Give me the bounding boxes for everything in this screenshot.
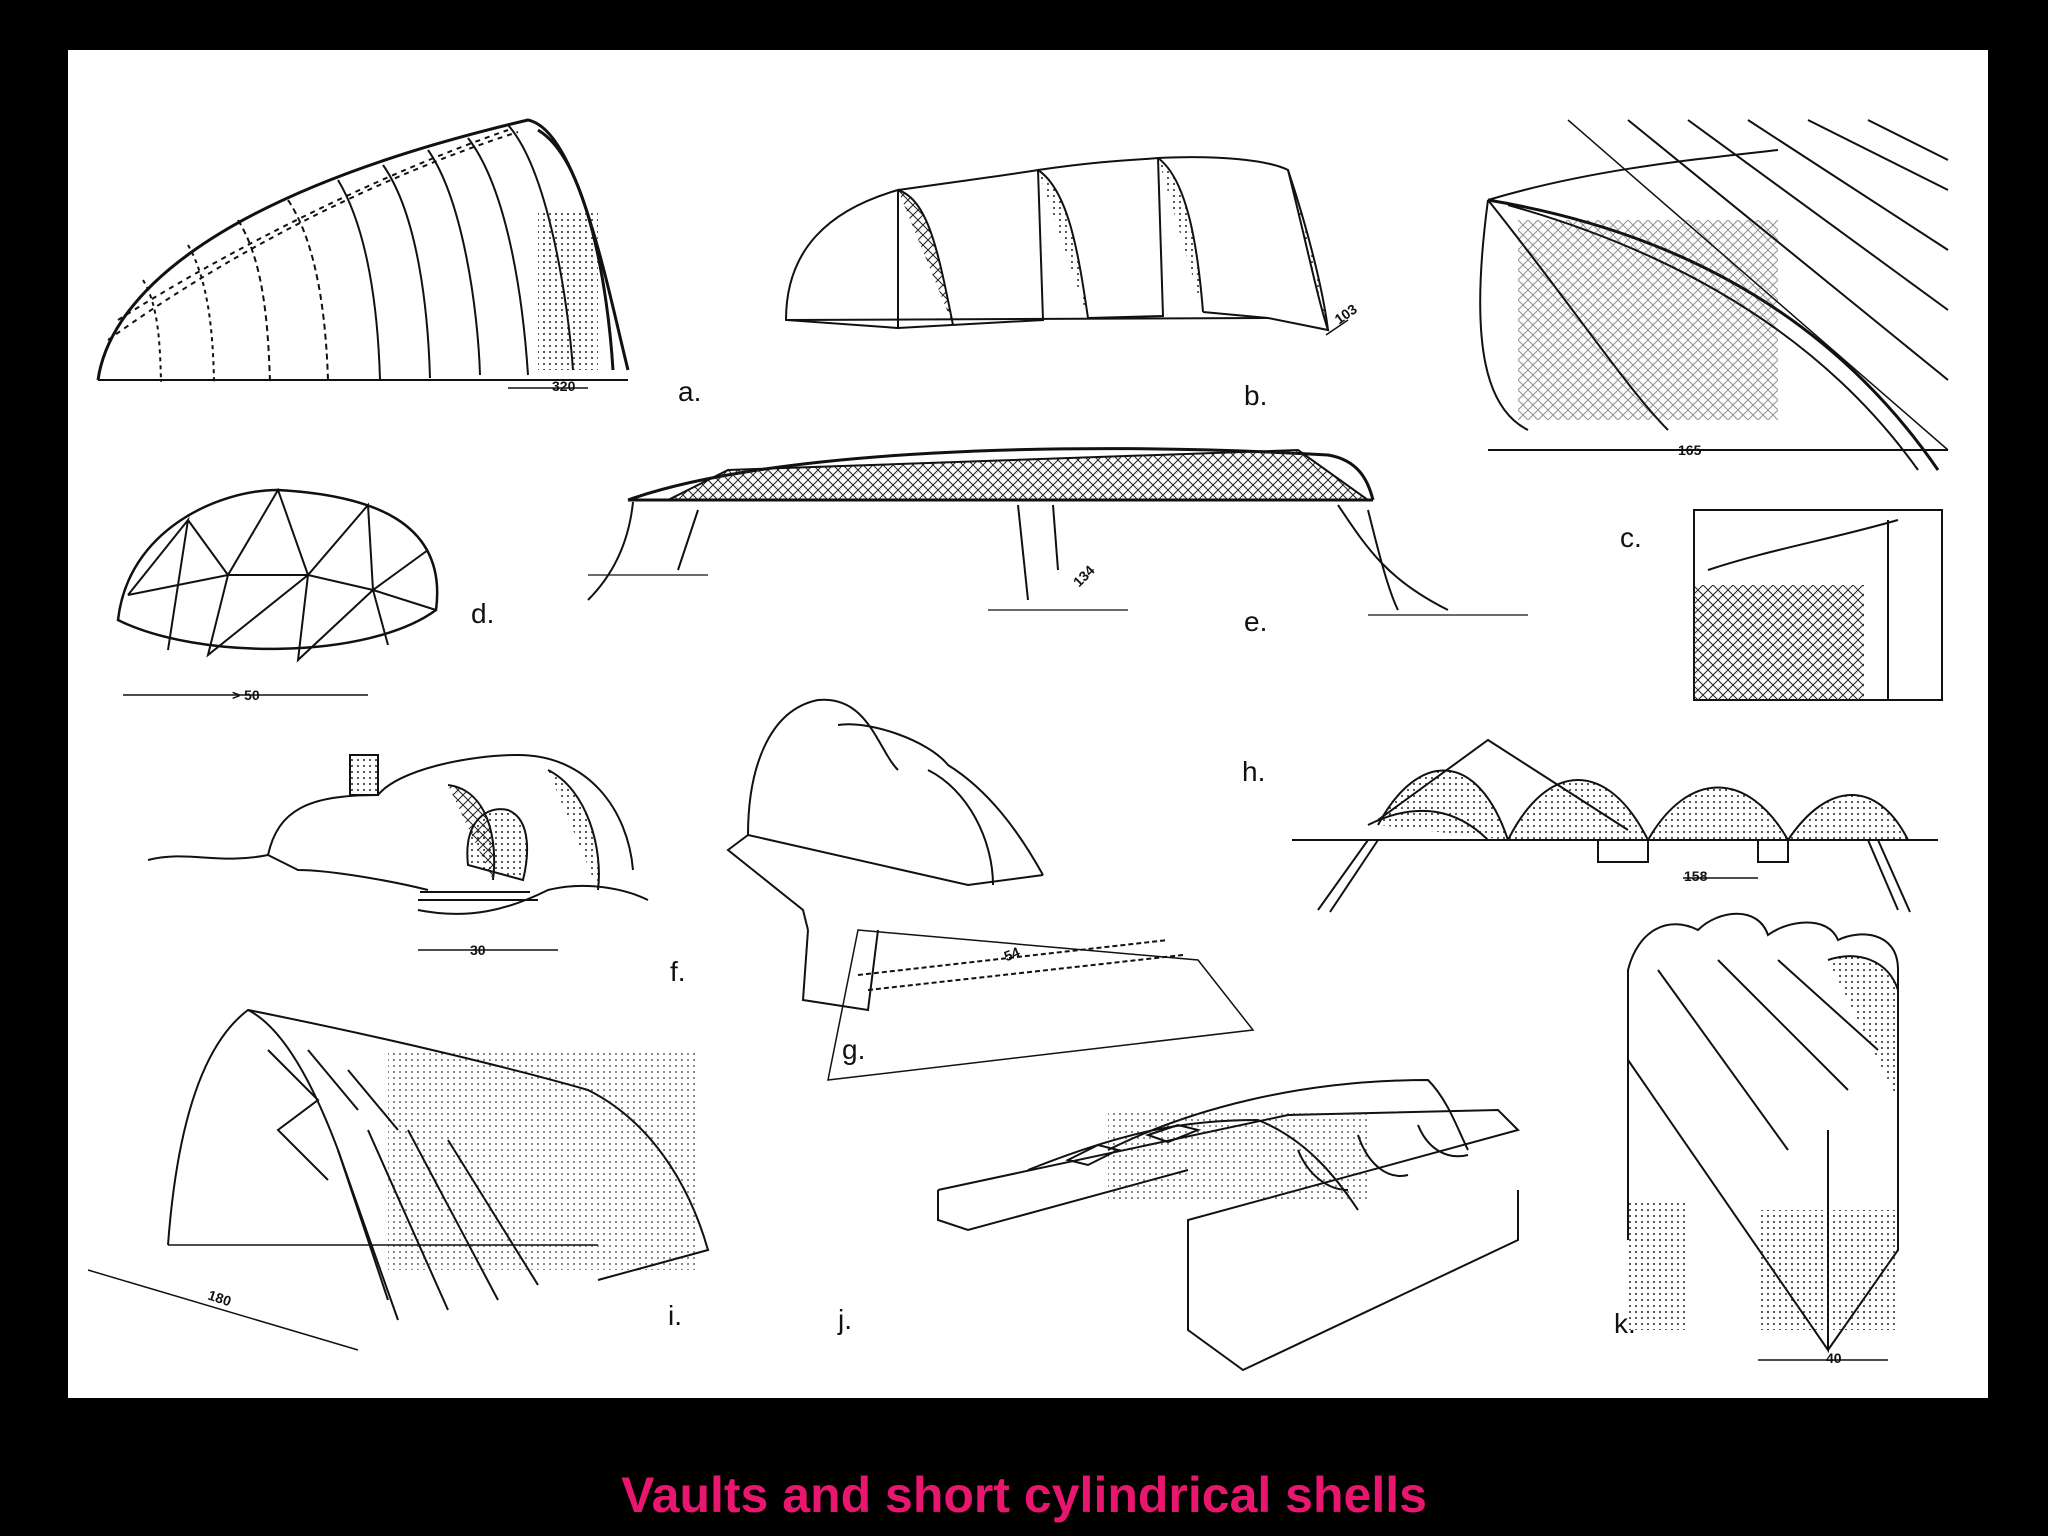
label-i: i. <box>668 1300 682 1331</box>
drawing-k-barrel-row <box>1627 912 1899 1361</box>
label-k: k. <box>1614 1308 1636 1339</box>
label-c: c. <box>1620 522 1642 553</box>
drawing-g-iso-barrel <box>726 698 1255 1081</box>
label-d: d. <box>471 598 495 629</box>
drawing-d-geodesic-dome <box>116 487 439 696</box>
label-j: j. <box>838 1304 852 1335</box>
label-g: g. <box>842 1034 866 1065</box>
dimension-h: 158 <box>1684 868 1708 884</box>
dimension-f: 30 <box>470 942 486 958</box>
line-drawings <box>87 118 1949 1372</box>
drawing-e-lattice-vault <box>587 447 1528 616</box>
drawing-h-multi-arch <box>1292 738 1938 913</box>
label-h: h. <box>1242 756 1266 787</box>
label-a: a. <box>678 376 702 407</box>
dimension-k: 40 <box>1826 1350 1842 1366</box>
drawing-f-earth-vault <box>147 753 649 951</box>
dimension-d: > 50 <box>232 687 260 703</box>
drawing-b-stepped-shells <box>784 156 1349 336</box>
label-f: f. <box>670 956 686 987</box>
drawing-c-interior-shell <box>1479 119 1949 701</box>
label-b: b. <box>1244 380 1268 411</box>
dimension-a: 320 <box>552 378 576 394</box>
drawing-i-truss-vault <box>87 1008 710 1351</box>
dimension-c: 165 <box>1678 442 1702 458</box>
drawing-a-arched-hangar <box>96 118 630 389</box>
drawing-panel: a. b. c. d. e. f. g. h. i. j. k. 320 103… <box>68 50 1988 1398</box>
slide-caption: Vaults and short cylindrical shells <box>621 1467 1427 1523</box>
drawing-j-platform-shell <box>937 1078 1520 1372</box>
label-e: e. <box>1244 606 1268 637</box>
